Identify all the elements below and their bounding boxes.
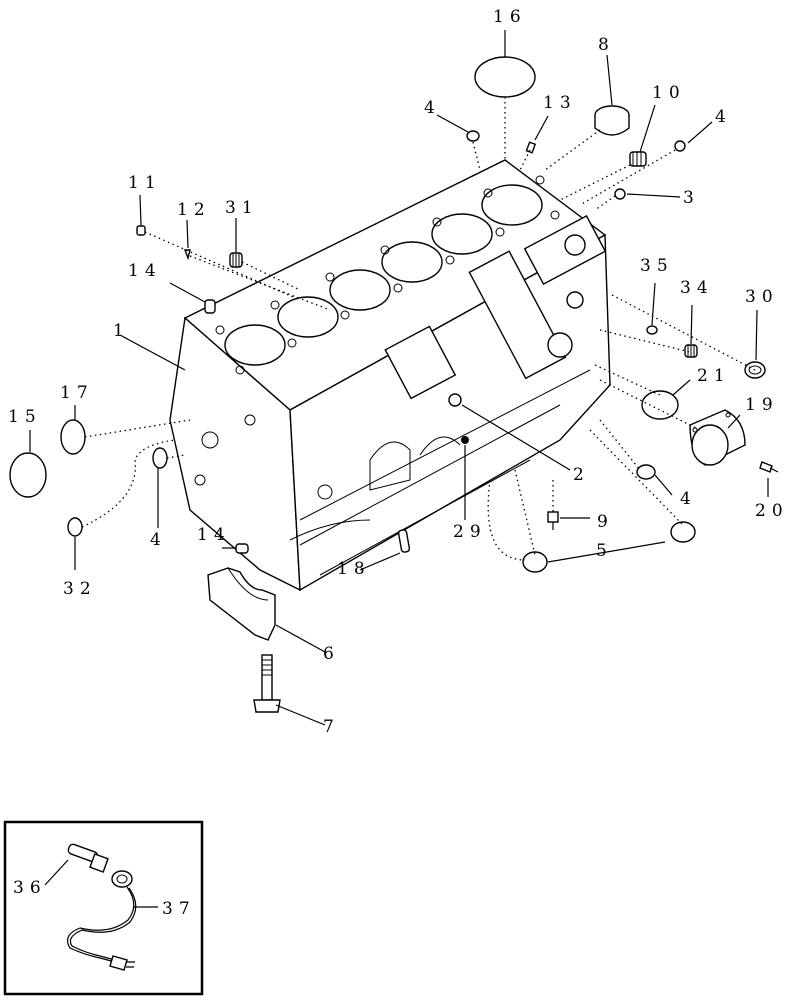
callout-5: 5 (596, 541, 613, 561)
gasket-17 (60, 419, 86, 455)
callout-2: 2 (573, 465, 590, 485)
pin-13 (525, 141, 537, 154)
callout-7: 7 (323, 717, 340, 737)
callout-18: 18 (337, 559, 371, 579)
callout-32: 32 (63, 579, 97, 599)
bolt-20 (759, 461, 779, 473)
callout-19: 19 (745, 395, 779, 415)
callout-21: 21 (697, 366, 731, 386)
plug-34 (684, 344, 698, 358)
dowel-14-lower (235, 543, 249, 554)
ring-3 (614, 188, 626, 200)
alignment-lines (81, 97, 756, 561)
callout-20: 20 (755, 501, 788, 521)
plug-2 (448, 393, 462, 407)
callout-36: 36 (13, 878, 47, 898)
plug-4-left (152, 447, 168, 469)
callout-12: 12 (177, 200, 211, 220)
cup-plug-8 (594, 105, 630, 136)
cover-15 (9, 452, 47, 498)
bolt-7 (253, 654, 281, 713)
cylinder-block (169, 159, 611, 592)
plug-4-right (674, 140, 686, 152)
callout-34: 34 (680, 278, 714, 298)
pin-12 (183, 249, 191, 261)
plug-5-right (670, 521, 696, 543)
plug-4-lower-right (636, 464, 656, 480)
dowel-18 (397, 529, 411, 553)
callout-10: 10 (652, 83, 686, 103)
plug-4-top (466, 130, 480, 142)
callout-29: 29 (453, 522, 487, 542)
plug-32 (67, 517, 83, 537)
threaded-plug-10 (629, 151, 647, 167)
callout-31: 31 (225, 198, 259, 218)
callout-13: 13 (543, 93, 577, 113)
inset-sensor-detail: 36 37 (3, 820, 204, 996)
cover-disc-16 (474, 56, 536, 98)
callout-4: 4 (150, 530, 167, 550)
callout-9: 9 (597, 512, 614, 532)
plug-29 (461, 436, 469, 444)
callout-4: 4 (715, 107, 732, 127)
leader-lines (29, 30, 769, 726)
callout-30: 30 (745, 287, 779, 307)
fitting-9 (547, 511, 559, 530)
callout-15: 15 (8, 407, 42, 427)
callout-1: 1 (113, 321, 130, 341)
callout-3: 3 (683, 188, 700, 208)
callout-6: 6 (323, 644, 340, 664)
gasket-21 (641, 390, 679, 420)
callout-35: 35 (640, 256, 674, 276)
callout-17: 17 (60, 383, 94, 403)
callout-4: 4 (424, 98, 441, 118)
callout-16: 16 (493, 7, 527, 27)
callout-14: 14 (197, 525, 231, 545)
callout-14: 14 (128, 261, 162, 281)
callout-37: 37 (162, 899, 196, 919)
callout-8: 8 (598, 35, 615, 55)
inset-frame (3, 820, 204, 996)
plug-31 (229, 252, 243, 268)
callout-labels: 16 8 13 10 4 4 3 11 12 31 14 1 35 34 30 … (8, 7, 788, 737)
ring-35 (646, 325, 658, 335)
callout-11: 11 (128, 173, 162, 193)
harness-37 (67, 870, 137, 971)
callout-4: 4 (680, 489, 697, 509)
leader-36 (44, 859, 69, 886)
plug-5-left (522, 551, 548, 573)
sensor-36 (67, 843, 109, 873)
plug-11 (136, 225, 146, 236)
dowel-14-top (204, 299, 216, 314)
bearing-cap-6 (207, 567, 276, 641)
